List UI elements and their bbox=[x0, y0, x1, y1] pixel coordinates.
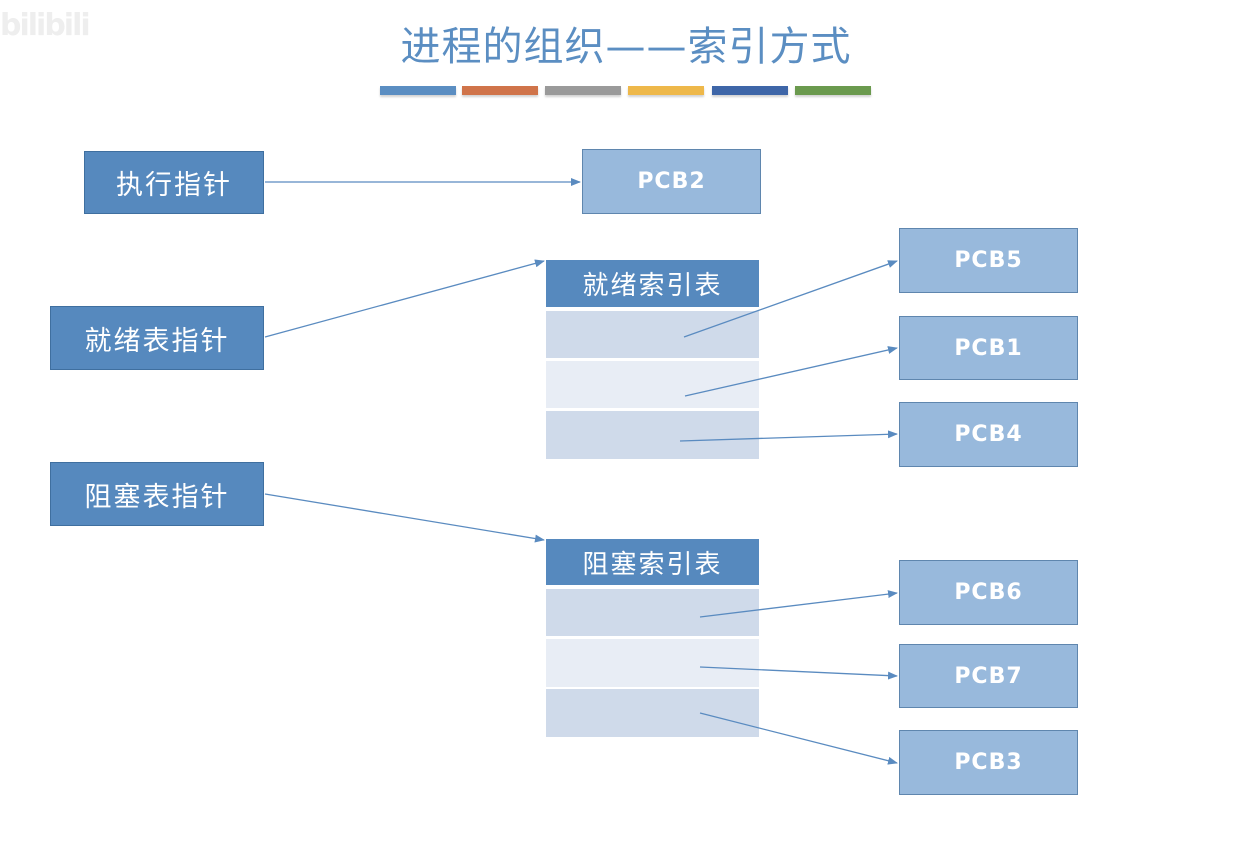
running-pointer-box: 执行指针 bbox=[84, 151, 264, 214]
color-bar-6 bbox=[795, 86, 871, 95]
blocked-index-table-header: 阻塞索引表 bbox=[546, 539, 759, 585]
arrow-ready-pointer-to-table bbox=[264, 259, 545, 338]
arrow-ready-row-1 bbox=[683, 260, 898, 338]
blocked-index-table-title: 阻塞索引表 bbox=[582, 549, 723, 580]
color-bar-3 bbox=[545, 86, 621, 95]
ready-index-row-1 bbox=[546, 311, 759, 358]
arrow-ready-row-2 bbox=[684, 346, 898, 397]
page-title: 进程的组织——索引方式 bbox=[400, 24, 852, 70]
running-pointer-label: 执行指针 bbox=[116, 170, 232, 201]
arrow-ready-row-3 bbox=[679, 430, 898, 442]
pcb-blocked-2-label: PCB7 bbox=[954, 663, 1023, 689]
arrow-blocked-row-3 bbox=[699, 712, 898, 765]
arrow-blocked-row-1 bbox=[699, 590, 898, 618]
ready-index-table-header: 就绪索引表 bbox=[546, 260, 759, 307]
pcb-blocked-2-box: PCB7 bbox=[899, 644, 1078, 708]
ready-index-row-2 bbox=[546, 361, 759, 408]
blocked-index-row-2 bbox=[546, 639, 759, 687]
pcb-running-box: PCB2 bbox=[582, 149, 761, 214]
color-bar-4 bbox=[628, 86, 704, 95]
pcb-ready-1-label: PCB5 bbox=[954, 248, 1023, 273]
blocked-pointer-box: 阻塞表指针 bbox=[50, 462, 264, 526]
ready-pointer-box: 就绪表指针 bbox=[50, 306, 264, 370]
pcb-running-label: PCB2 bbox=[637, 169, 706, 194]
pcb-blocked-3-label: PCB3 bbox=[954, 750, 1023, 775]
arrow-blocked-row-2 bbox=[699, 666, 898, 680]
ready-pointer-label: 就绪表指针 bbox=[84, 325, 230, 357]
color-bar-2 bbox=[462, 86, 538, 95]
pcb-ready-3-label: PCB4 bbox=[954, 422, 1023, 447]
pcb-ready-2-box: PCB1 bbox=[899, 316, 1078, 380]
blocked-index-row-3 bbox=[546, 689, 759, 737]
pcb-blocked-1-box: PCB6 bbox=[899, 560, 1078, 625]
pcb-blocked-1-label: PCB6 bbox=[954, 580, 1023, 605]
color-bar-5 bbox=[712, 86, 788, 95]
watermark-logo: bilibili bbox=[0, 8, 91, 43]
arrow-blocked-pointer-to-table bbox=[264, 493, 545, 543]
color-bar-1 bbox=[380, 86, 456, 95]
pcb-ready-2-label: PCB1 bbox=[954, 335, 1023, 361]
blocked-index-row-1 bbox=[546, 589, 759, 636]
pcb-ready-1-box: PCB5 bbox=[899, 228, 1078, 293]
ready-index-row-3 bbox=[546, 411, 759, 459]
pcb-ready-3-box: PCB4 bbox=[899, 402, 1078, 467]
ready-index-table-title: 就绪索引表 bbox=[582, 271, 723, 301]
pcb-blocked-3-box: PCB3 bbox=[899, 730, 1078, 795]
blocked-pointer-label: 阻塞表指针 bbox=[84, 481, 230, 513]
